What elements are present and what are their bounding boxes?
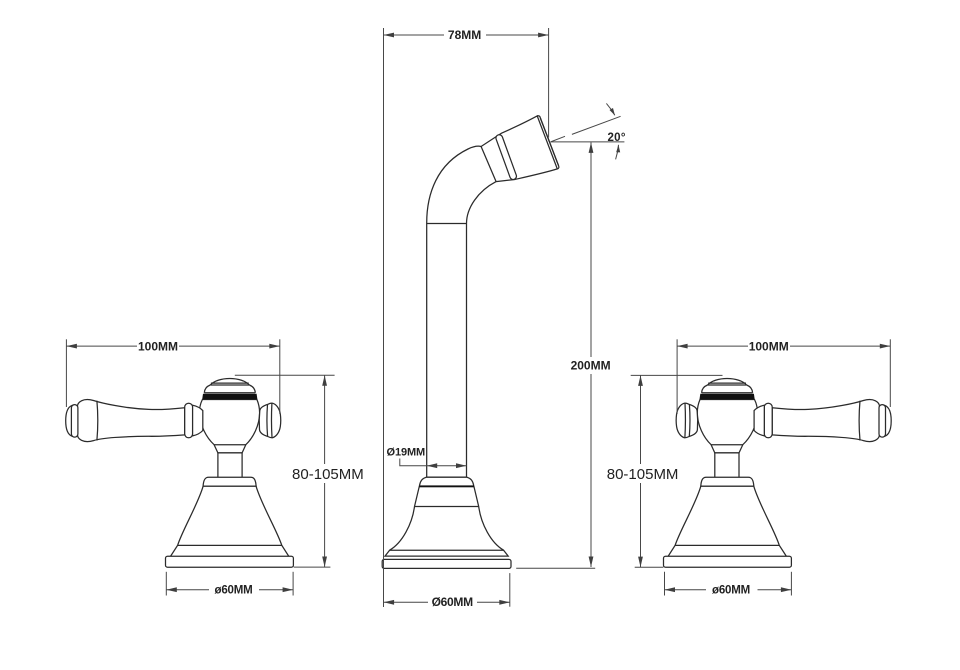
svg-text:80-105MM: 80-105MM bbox=[292, 466, 364, 483]
svg-text:100MM: 100MM bbox=[138, 339, 178, 353]
svg-text:20°: 20° bbox=[607, 132, 625, 144]
svg-text:Ø19MM: Ø19MM bbox=[386, 447, 425, 459]
svg-text:ø60MM: ø60MM bbox=[215, 584, 253, 596]
svg-text:ø60MM: ø60MM bbox=[712, 584, 750, 596]
svg-text:200MM: 200MM bbox=[571, 359, 611, 373]
svg-text:Ø60MM: Ø60MM bbox=[432, 595, 473, 609]
svg-text:78MM: 78MM bbox=[448, 28, 481, 42]
svg-text:100MM: 100MM bbox=[749, 339, 789, 353]
svg-text:80-105MM: 80-105MM bbox=[607, 466, 679, 483]
